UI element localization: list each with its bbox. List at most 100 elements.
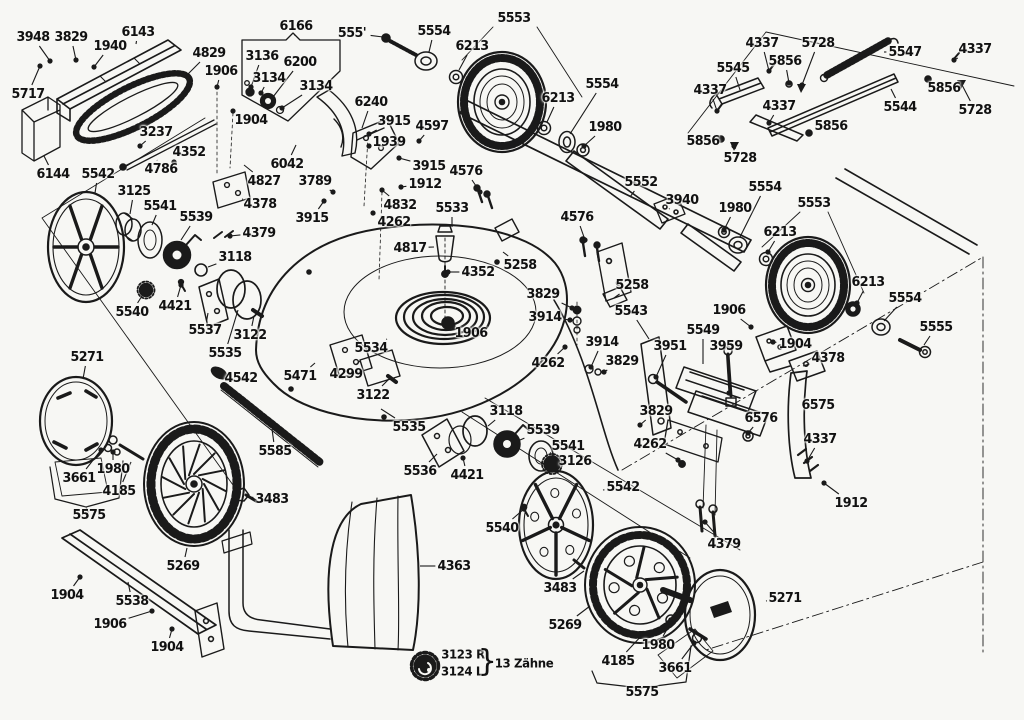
hardware-dot bbox=[958, 80, 964, 86]
hardware-dot bbox=[37, 63, 43, 69]
hardware-dot bbox=[804, 458, 810, 464]
leader-line bbox=[735, 76, 741, 91]
leader-line bbox=[127, 581, 131, 593]
hardware-dot bbox=[521, 506, 527, 512]
hardware-dot bbox=[691, 640, 697, 646]
leader-line bbox=[726, 354, 730, 394]
hardware-dot bbox=[445, 269, 451, 275]
leader-line bbox=[681, 642, 695, 660]
hardware-dot bbox=[416, 138, 422, 144]
rear-wheel-right bbox=[764, 235, 852, 335]
front-wheel-left bbox=[46, 190, 126, 304]
mower-deck bbox=[255, 223, 619, 471]
leader-line bbox=[310, 362, 316, 368]
hardware-dot bbox=[637, 422, 643, 428]
chute-guide bbox=[316, 89, 358, 157]
mount-bracket-left bbox=[212, 171, 251, 239]
front-bumper bbox=[61, 529, 331, 658]
hardware-dot bbox=[731, 143, 737, 149]
hardware-dot bbox=[379, 187, 385, 193]
leader-line bbox=[129, 199, 133, 215]
axle-rails bbox=[565, 150, 742, 272]
leader-line bbox=[361, 110, 369, 129]
leader-line bbox=[487, 419, 496, 427]
leader-line bbox=[180, 225, 191, 241]
hardware-dot bbox=[925, 76, 931, 82]
hardware-dot bbox=[799, 82, 805, 88]
hardware-dot bbox=[73, 57, 79, 63]
hardware-dot bbox=[653, 374, 659, 380]
leader-line bbox=[519, 437, 525, 441]
leader-line bbox=[250, 64, 260, 88]
leader-line bbox=[546, 106, 555, 123]
hardware-dot bbox=[766, 120, 772, 126]
hardware-dot bbox=[149, 608, 155, 614]
hardware-dot bbox=[718, 136, 724, 142]
hardware-dot bbox=[748, 324, 754, 330]
hardware-dot bbox=[786, 80, 792, 86]
leader-line bbox=[206, 312, 209, 322]
hardware-dot bbox=[765, 249, 771, 255]
hardware-dot bbox=[854, 300, 860, 306]
hardware-dot bbox=[821, 480, 827, 486]
leader-line bbox=[43, 155, 49, 166]
drive-wheel-left bbox=[143, 421, 245, 547]
hardware-dot bbox=[601, 369, 607, 375]
leader-line bbox=[629, 190, 635, 198]
hardware-dot bbox=[450, 323, 456, 329]
hardware-dot bbox=[702, 519, 708, 525]
inset-gearbox-box bbox=[241, 32, 341, 122]
leader-line bbox=[251, 315, 255, 327]
leader-line bbox=[151, 214, 157, 226]
leader-line bbox=[960, 82, 971, 102]
hardware-dot bbox=[366, 143, 372, 149]
leader-line bbox=[576, 605, 591, 617]
drive-belt bbox=[72, 70, 194, 144]
rear-wheel-top-hub-parts bbox=[414, 51, 590, 157]
leader-line bbox=[704, 521, 717, 536]
leader-line bbox=[85, 449, 102, 470]
hardware-dot bbox=[230, 108, 236, 114]
hardware-dot bbox=[248, 84, 254, 90]
hardware-dot bbox=[582, 237, 588, 243]
leader-line bbox=[135, 40, 138, 45]
leader-line bbox=[243, 164, 254, 173]
leader-line bbox=[590, 350, 599, 368]
front-lower-hub-parts bbox=[421, 415, 563, 517]
leader-line bbox=[890, 88, 896, 99]
hardware-dot bbox=[398, 184, 404, 190]
leader-line bbox=[207, 263, 217, 268]
legend-gear-icon bbox=[409, 650, 441, 682]
height-adjust-cluster bbox=[640, 325, 826, 538]
hardware-dot bbox=[366, 131, 372, 137]
hardware-dot bbox=[47, 58, 53, 64]
hardware-dot bbox=[766, 68, 772, 74]
wheel-cover-right bbox=[683, 568, 757, 662]
mulch-flap bbox=[327, 494, 420, 651]
leader-line bbox=[227, 309, 239, 345]
hardware-dot bbox=[667, 621, 673, 627]
hardware-dot bbox=[370, 210, 376, 216]
leader-line bbox=[185, 61, 201, 77]
hardware-dot bbox=[169, 626, 175, 632]
hardware-dot bbox=[806, 130, 812, 136]
leader-line bbox=[883, 306, 898, 322]
hardware-dot bbox=[77, 574, 83, 580]
hardware-dot bbox=[227, 233, 233, 239]
leader-line bbox=[355, 360, 361, 366]
leader-line bbox=[272, 70, 294, 98]
rubber-flap-bar bbox=[210, 366, 325, 468]
hardware-dot bbox=[567, 317, 573, 323]
leader-line bbox=[458, 54, 468, 71]
leader-line bbox=[290, 144, 297, 156]
leader-line bbox=[923, 335, 931, 346]
hardware-dot bbox=[142, 288, 148, 294]
hardware-dot bbox=[562, 344, 568, 350]
hardware-dot bbox=[581, 143, 587, 149]
hardware-dot bbox=[477, 189, 483, 195]
hardware-dot bbox=[91, 64, 97, 70]
support-rail bbox=[56, 39, 182, 122]
hardware-dot bbox=[330, 189, 336, 195]
